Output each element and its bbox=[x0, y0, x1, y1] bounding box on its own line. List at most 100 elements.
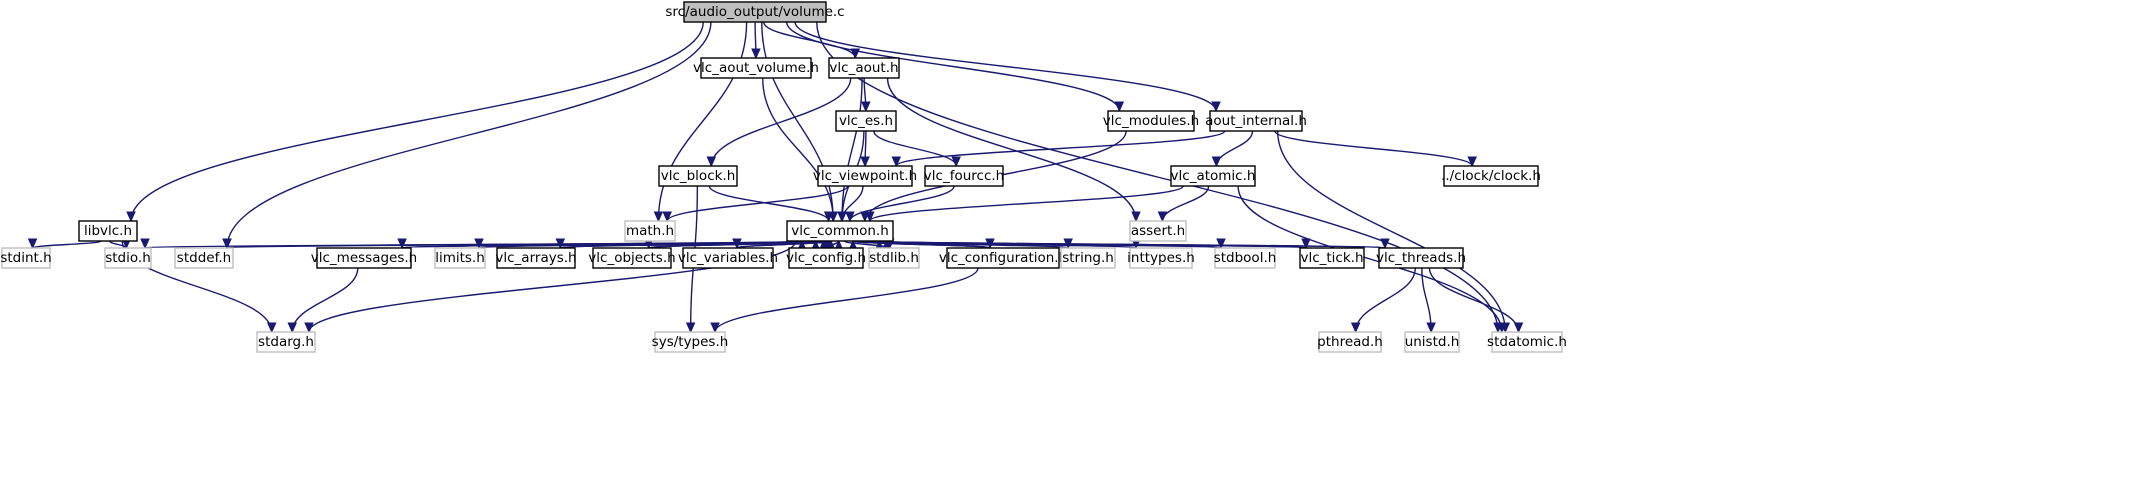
edge-aout_internal_h-to-vlc_viewpoint_h bbox=[891, 130, 1226, 168]
node-string-h: string.h bbox=[1060, 247, 1116, 269]
node-clock-h[interactable]: ../clock/clock.h bbox=[1441, 165, 1541, 187]
node-math-h: math.h bbox=[624, 220, 676, 242]
node-box bbox=[654, 331, 726, 353]
edge-root-to-vlc_aout_volume_h bbox=[751, 21, 761, 60]
node-label: vlc_block.h bbox=[661, 168, 736, 184]
node-box bbox=[1170, 165, 1256, 187]
arrowhead bbox=[685, 322, 696, 334]
edge-vlc_configuration_h-to-sys_types_h bbox=[710, 267, 979, 334]
node-vlc-tick-h[interactable]: vlc_tick.h bbox=[1299, 247, 1365, 269]
edge-vlc_viewpoint_h-to-vlc_common_h bbox=[837, 185, 864, 223]
node-vlc-aout-h[interactable]: vlc_aout.h bbox=[828, 57, 900, 79]
edge-line bbox=[226, 21, 712, 249]
edge-line bbox=[886, 77, 1137, 222]
node-vlc-fourcc-h[interactable]: vlc_fourcc.h bbox=[924, 165, 1004, 187]
arrowhead bbox=[860, 156, 870, 168]
edge-root-to-stdatomic_h bbox=[816, 21, 1503, 334]
arrowhead bbox=[1513, 322, 1524, 334]
edge-vlc_fourcc_h-to-vlc_common_h bbox=[845, 185, 955, 223]
node-layer: src/audio_output/volume.clibvlc.hstddef.… bbox=[0, 1, 1567, 353]
node-box bbox=[1129, 220, 1187, 242]
node-vlc-block-h[interactable]: vlc_block.h bbox=[658, 165, 738, 187]
arrowhead bbox=[1426, 322, 1436, 334]
arrowhead bbox=[823, 211, 834, 223]
node-label: stdarg.h bbox=[258, 334, 314, 350]
edge-line bbox=[647, 240, 825, 249]
arrowhead bbox=[140, 238, 150, 250]
node-label: aout_internal.h bbox=[1205, 113, 1307, 129]
node-libvlc-h[interactable]: libvlc.h bbox=[78, 220, 138, 242]
node-vlc-messages-h[interactable]: vlc_messages.h bbox=[311, 247, 417, 269]
arrowhead bbox=[304, 322, 314, 334]
node-vlc-config-h[interactable]: vlc_config.h bbox=[786, 247, 866, 269]
edge-vlc_block_h-to-vlc_common_h bbox=[708, 185, 834, 223]
arrowhead bbox=[287, 322, 298, 334]
edge-line bbox=[657, 21, 748, 222]
arrowhead bbox=[1114, 101, 1125, 113]
node-vlc-threads-h[interactable]: vlc_threads.h bbox=[1376, 247, 1466, 269]
edge-line bbox=[708, 185, 830, 222]
edge-line bbox=[816, 21, 1499, 333]
arrowhead bbox=[1131, 211, 1141, 223]
node-vlc-aout-volume-h[interactable]: vlc_aout_volume.h bbox=[693, 57, 819, 79]
edge-line bbox=[849, 185, 955, 222]
node-vlc-es-h[interactable]: vlc_es.h bbox=[835, 110, 897, 132]
node-label: pthread.h bbox=[1317, 334, 1383, 350]
edge-line bbox=[852, 240, 991, 249]
arrowhead bbox=[1467, 156, 1477, 168]
edge-vlc_aout_h-to-vlc_es_h bbox=[861, 77, 871, 113]
edge-line bbox=[841, 77, 863, 222]
node-label: vlc_arrays.h bbox=[495, 250, 576, 266]
edge-line bbox=[762, 77, 834, 222]
edge-aout_internal_h-to-vlc_atomic_h bbox=[1211, 130, 1254, 168]
node-vlc-common-h[interactable]: vlc_common.h bbox=[786, 220, 894, 242]
node-box bbox=[786, 220, 894, 242]
node-label: assert.h bbox=[1131, 223, 1185, 239]
node-vlc-viewpoint-h[interactable]: vlc_viewpoint.h bbox=[813, 165, 917, 187]
arrowhead bbox=[891, 156, 902, 168]
node-label: stdint.h bbox=[0, 250, 51, 266]
arrowhead bbox=[1211, 101, 1221, 113]
node-limits-h: limits.h bbox=[434, 247, 486, 269]
edge-vlc_threads_h-to-pthread_h bbox=[1350, 267, 1417, 334]
node-assert-h: assert.h bbox=[1129, 220, 1187, 242]
node-label: limits.h bbox=[435, 250, 485, 266]
edge-line bbox=[666, 185, 849, 222]
node-vlc-atomic-h[interactable]: vlc_atomic.h bbox=[1170, 165, 1256, 187]
arrowhead bbox=[951, 156, 961, 168]
edge-aout_internal_h-to-clock_h bbox=[1274, 130, 1477, 168]
edge-vlc_aout_h-to-assert_h bbox=[886, 77, 1141, 223]
arrowhead bbox=[706, 156, 717, 168]
node-inttypes-h: inttypes.h bbox=[1127, 247, 1195, 269]
arrowhead bbox=[1350, 322, 1361, 334]
arrowhead bbox=[1380, 238, 1390, 250]
edge-vlc_atomic_h-to-vlc_common_h bbox=[865, 185, 1184, 223]
edge-line bbox=[1276, 130, 1507, 333]
node-box bbox=[78, 220, 138, 242]
node-box bbox=[1, 247, 51, 269]
node-root[interactable]: src/audio_output/volume.c bbox=[665, 1, 845, 23]
node-vlc-objects-h[interactable]: vlc_objects.h bbox=[588, 247, 676, 269]
node-vlc-variables-h[interactable]: vlc_variables.h bbox=[678, 247, 778, 269]
arrowhead bbox=[1497, 322, 1507, 334]
node-label: vlc_tick.h bbox=[1300, 250, 1363, 266]
node-label: vlc_objects.h bbox=[588, 250, 675, 266]
node-label: vlc_aout_volume.h bbox=[693, 60, 819, 76]
node-vlc-modules-h[interactable]: vlc_modules.h bbox=[1103, 110, 1199, 132]
arrowhead bbox=[653, 211, 664, 223]
node-box bbox=[835, 110, 897, 132]
node-label: vlc_aout.h bbox=[829, 60, 898, 76]
node-vlc-arrays-h[interactable]: vlc_arrays.h bbox=[495, 247, 577, 269]
edge-line bbox=[895, 130, 1226, 167]
edge-vlc_aout_volume_h-to-vlc_common_h bbox=[762, 77, 839, 223]
edge-line bbox=[1237, 185, 1503, 333]
edge-libvlc_h-to-stdint_h bbox=[27, 238, 103, 250]
edge-root-to-stddef_h bbox=[222, 21, 712, 250]
node-aout-internal-h[interactable]: aout_internal.h bbox=[1205, 110, 1307, 132]
node-box bbox=[1491, 331, 1563, 353]
node-vlc-configuration-h[interactable]: vlc_configuration.h bbox=[939, 247, 1067, 269]
node-pthread-h: pthread.h bbox=[1317, 331, 1383, 353]
arrowhead bbox=[1211, 156, 1222, 168]
node-box bbox=[1129, 247, 1193, 269]
node-box bbox=[1378, 247, 1464, 269]
